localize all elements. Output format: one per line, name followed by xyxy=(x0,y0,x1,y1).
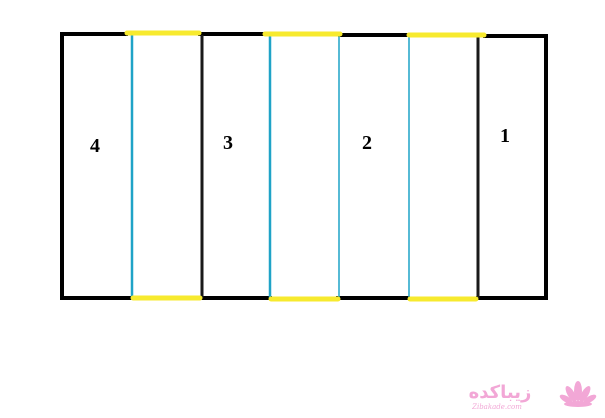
panel-label-2: 2 xyxy=(362,132,372,154)
panel-label-1: 1 xyxy=(500,125,510,147)
outer-frame xyxy=(60,32,548,300)
panel-label-3: 3 xyxy=(223,132,233,154)
watermark: زیباکده Zibakade.com xyxy=(469,381,597,411)
hinge-marks xyxy=(124,30,487,302)
lotus-logo-icon xyxy=(559,381,597,407)
watermark-text: زیباکده xyxy=(469,382,532,403)
dark-dividers xyxy=(200,35,480,298)
fold-lines xyxy=(130,35,410,298)
watermark-subtext: Zibakade.com xyxy=(471,403,522,411)
panel-label-4: 4 xyxy=(90,135,100,157)
